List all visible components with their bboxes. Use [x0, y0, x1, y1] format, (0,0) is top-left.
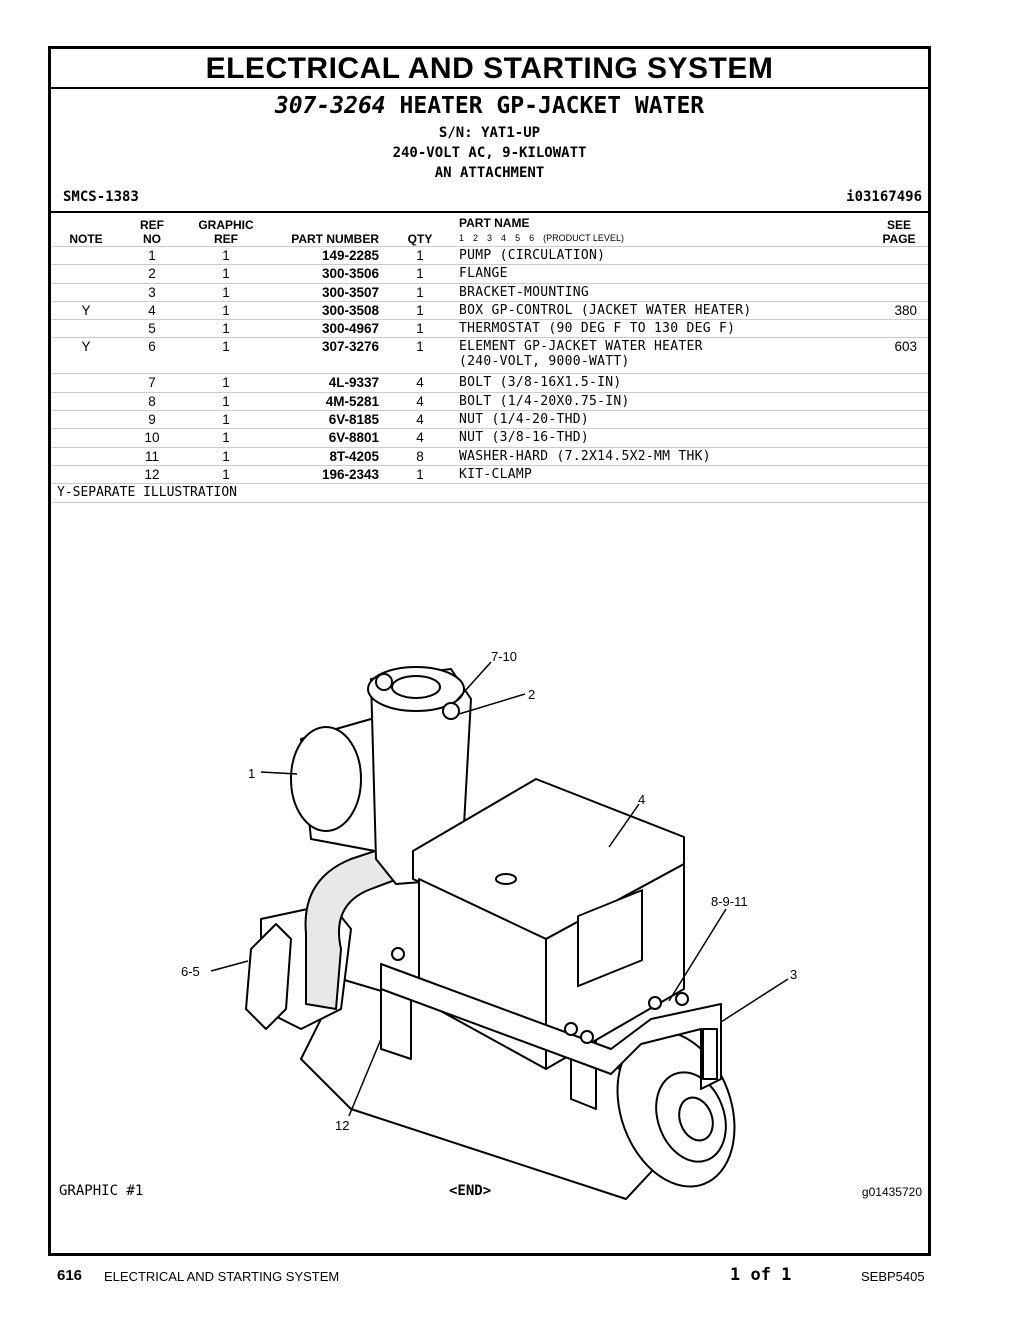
group-part-number: 307-3264 — [274, 93, 386, 119]
see-page-link[interactable]: 603 — [894, 339, 917, 355]
col-part-number: PART NUMBER — [291, 232, 379, 246]
header-rule — [51, 211, 928, 213]
callout-12: 12 — [335, 1118, 349, 1133]
callout-3: 3 — [790, 967, 797, 982]
col-note: NOTE — [69, 232, 103, 246]
smcs-code: SMCS-1383 — [63, 189, 139, 205]
graphic-label: GRAPHIC #1 — [59, 1183, 144, 1199]
callout-7-10: 7-10 — [491, 649, 517, 664]
page-of: 1 of 1 — [730, 1265, 792, 1285]
col-qty: QTY — [407, 232, 433, 246]
graphic-id: g01435720 — [861, 1185, 922, 1199]
parts-page-frame: ELECTRICAL AND STARTING SYSTEM 307-3264 … — [48, 46, 931, 1256]
footer-section: ELECTRICAL AND STARTING SYSTEM — [104, 1269, 340, 1284]
footnote: Y-SEPARATE ILLUSTRATION — [57, 485, 238, 501]
illustration-id: i03167496 — [846, 189, 922, 205]
see-page-link[interactable]: 380 — [894, 302, 917, 318]
callout-4: 4 — [638, 792, 645, 807]
publication-number: SEBP5405 — [861, 1269, 925, 1284]
group-title: 307-3264 HEATER GP-JACKET WATER — [51, 93, 928, 119]
section-title: ELECTRICAL AND STARTING SYSTEM — [51, 49, 928, 89]
callout-1: 1 — [248, 766, 255, 781]
page-number: 616 — [57, 1267, 83, 1284]
col-part-name: PART NAME — [459, 216, 530, 230]
col-graphic-ref: GRAPHIC REF — [198, 218, 254, 246]
col-see-page: SEE PAGE — [882, 218, 916, 246]
callout-2: 2 — [528, 687, 535, 702]
col-ref-no: REF NO — [140, 218, 164, 246]
group-name: HEATER GP-JACKET WATER — [399, 93, 705, 119]
callout-6-5: 6-5 — [181, 964, 200, 979]
callout-8-9-11: 8-9-11 — [711, 894, 748, 909]
group-spec: 240-VOLT AC, 9-KILOWATT — [392, 145, 587, 161]
heater-illustration: 7-10 2 1 4 8-9-11 6-5 3 12 — [181, 649, 797, 1200]
end-marker: <END> — [449, 1183, 492, 1199]
serial-range: S/N: YAT1-UP — [438, 125, 541, 141]
group-type: AN ATTACHMENT — [434, 165, 545, 181]
footnote-row: Y-SEPARATE ILLUSTRATION — [51, 483, 928, 503]
